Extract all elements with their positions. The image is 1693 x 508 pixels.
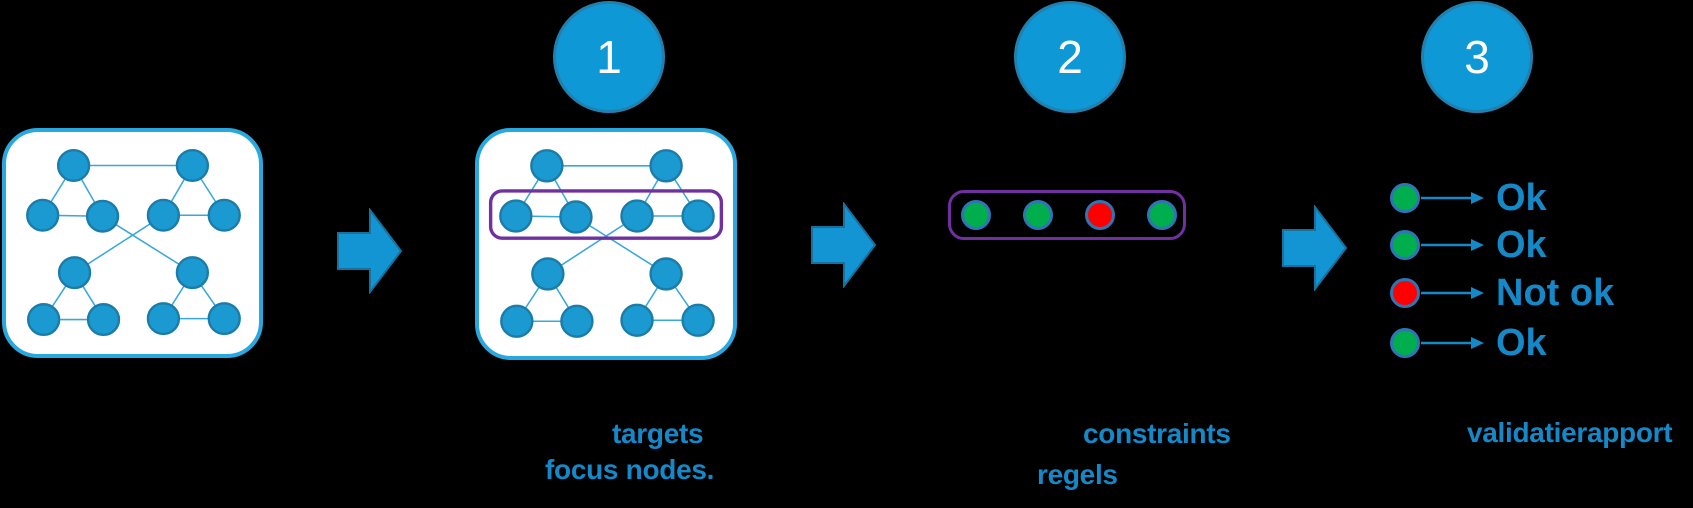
flow-arrow-icon [811, 202, 877, 288]
constraint-dot-green [961, 200, 991, 230]
step-3-badge: 3 [1421, 1, 1533, 113]
validation-row: Ok [1390, 224, 1547, 266]
graph-node [620, 199, 654, 233]
graph-node [26, 198, 60, 232]
arrow-right-icon [1421, 239, 1484, 251]
step-2-label-line-2: regels [1037, 459, 1118, 490]
graph-node [559, 200, 593, 234]
constraint-dot-green [1023, 200, 1053, 230]
graph-node [499, 199, 533, 233]
graph-node [85, 199, 120, 233]
validation-row: Ok [1390, 177, 1547, 219]
focus-nodes-highlight [488, 189, 724, 240]
graph-node [560, 304, 594, 338]
arrow-right-icon [1421, 337, 1484, 349]
network-graph [26, 148, 241, 337]
step-1-label-line-1: targets [612, 418, 704, 449]
arrow-right-icon [1421, 192, 1484, 204]
step-2-number: 2 [1057, 31, 1083, 83]
graph-node [57, 256, 92, 290]
status-dot-green [1390, 328, 1420, 358]
graph-node [530, 149, 564, 183]
step-2-badge: 2 [1014, 1, 1126, 113]
network-graph [488, 149, 724, 338]
graph-node [500, 304, 534, 338]
status-dot-red [1390, 278, 1420, 308]
status-dot-green [1390, 230, 1420, 260]
step-3-number: 3 [1464, 31, 1490, 83]
graph-node [681, 199, 715, 233]
graph-node [207, 302, 241, 336]
step-2-label-line-1: constraints [1083, 418, 1231, 449]
constraint-dot-red [1085, 200, 1115, 230]
graph-node [146, 198, 181, 232]
constraints-box [948, 190, 1186, 240]
graph-node [681, 303, 715, 337]
graph-node [175, 148, 210, 182]
graph-node [620, 303, 654, 337]
validation-result-label: Ok [1496, 322, 1547, 364]
step-1-label-line-2: focus nodes. [545, 454, 715, 485]
graph-node [86, 303, 121, 337]
step-1-number: 1 [596, 31, 622, 83]
graph-node [207, 198, 241, 232]
validation-row: Ok [1390, 322, 1547, 364]
flow-arrow-icon [1282, 205, 1348, 291]
graph-node [146, 302, 181, 336]
step-1-badge: 1 [553, 1, 665, 113]
flow-arrow-icon [337, 208, 403, 294]
targets-graph-panel [475, 128, 737, 360]
graph-node [27, 303, 61, 337]
constraint-dot-green [1147, 200, 1177, 230]
arrow-right-icon [1421, 287, 1484, 299]
graph-node [649, 257, 683, 291]
graph-node [175, 256, 210, 290]
graph-node [649, 149, 683, 183]
status-dot-green [1390, 183, 1420, 213]
step-3-label-line-1: validatierapport [1467, 417, 1673, 448]
source-graph-panel [2, 128, 263, 358]
validation-result-label: Ok [1496, 224, 1547, 266]
validation-result-label: Ok [1496, 177, 1547, 219]
graph-node [531, 257, 565, 291]
graph-node [56, 148, 91, 182]
validation-result-label: Not ok [1496, 272, 1615, 314]
validation-row: Not ok [1390, 272, 1615, 314]
